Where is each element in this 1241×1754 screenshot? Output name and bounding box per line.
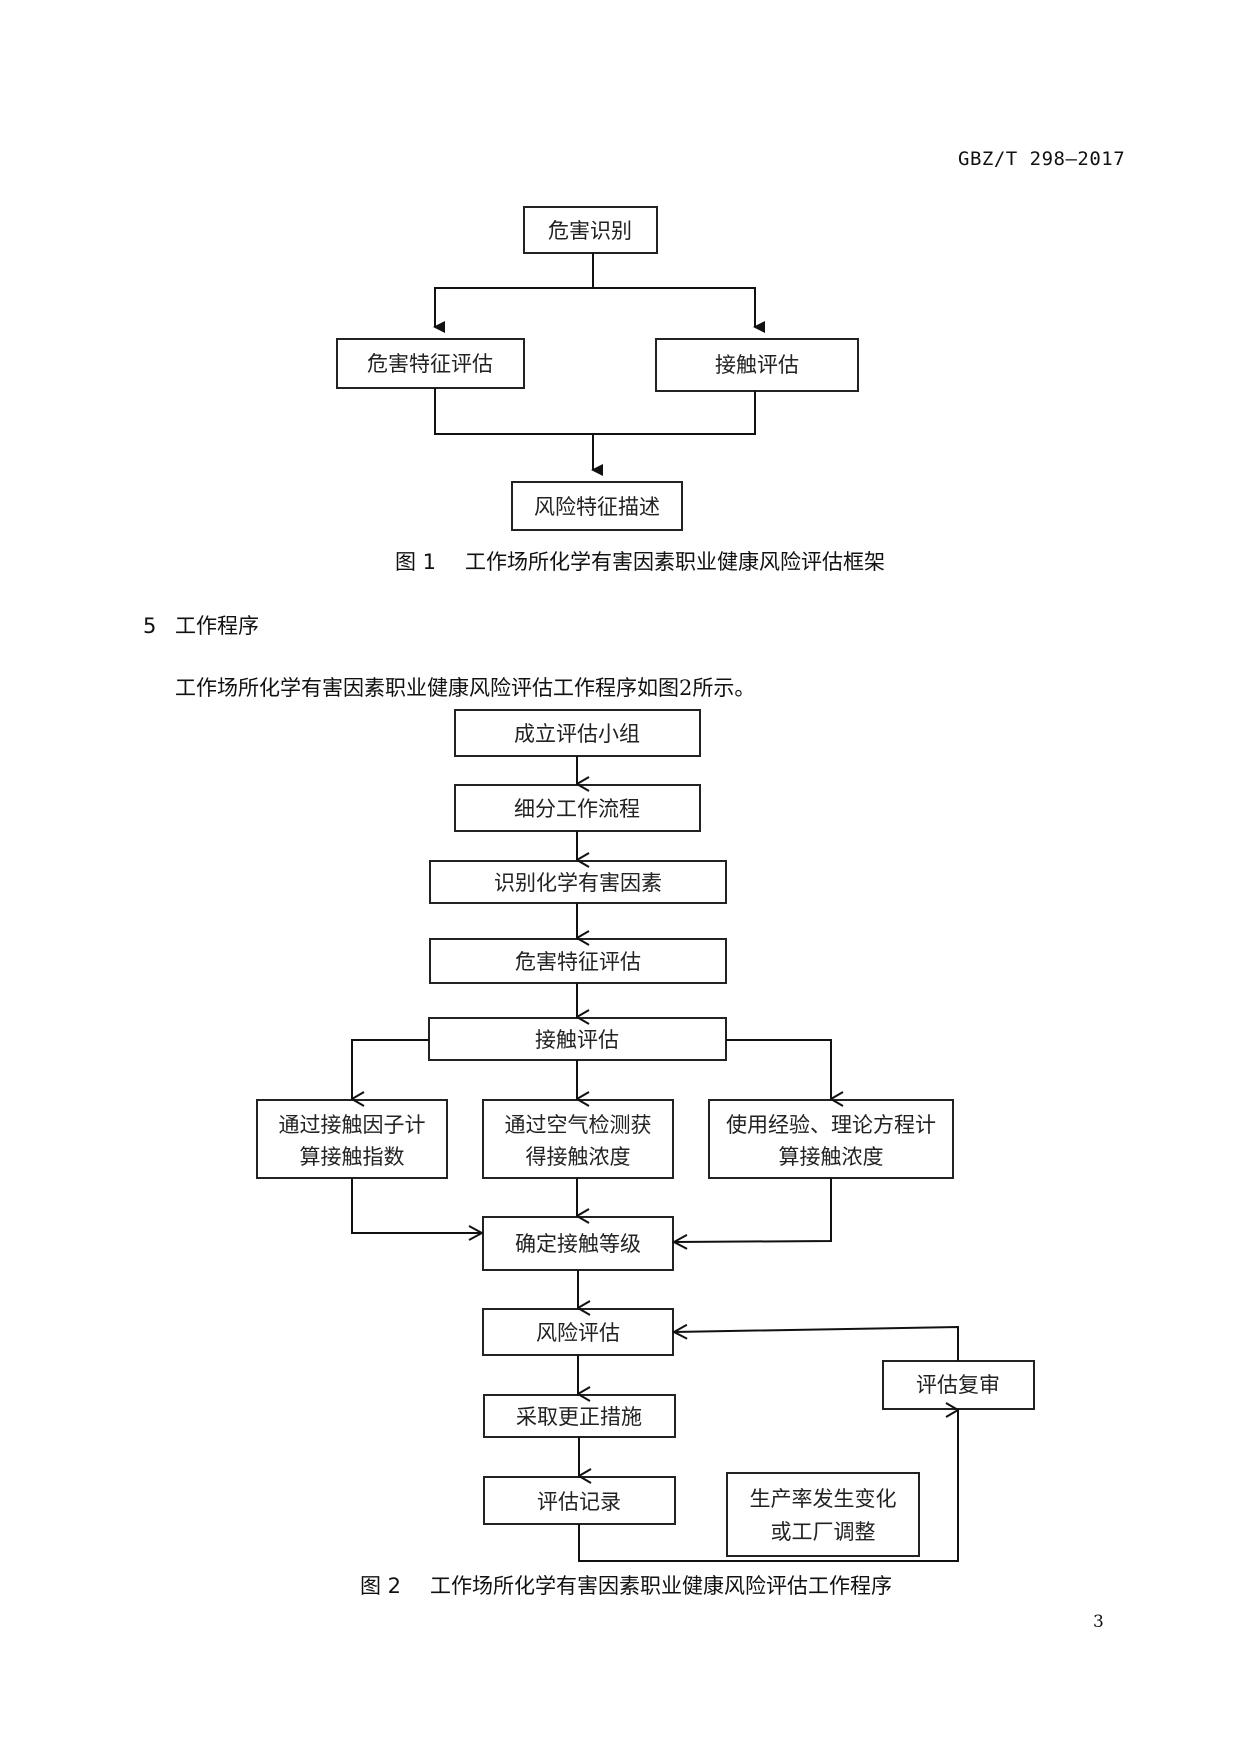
fig2-node-label-line2: 算接触指数	[300, 1145, 405, 1169]
section-title: 工作程序	[175, 614, 259, 638]
fig1-node-label: 危害识别	[548, 219, 632, 243]
fig2-node-label: 评估复审	[916, 1373, 1000, 1397]
fig1-node-label: 风险特征描述	[534, 495, 660, 519]
figure-2-caption-number: 图 2	[360, 1574, 402, 1598]
fig2-node-method-model: 使用经验、理论方程计 算接触浓度	[708, 1099, 954, 1179]
fig2-node-label-line2: 或工厂调整	[771, 1520, 876, 1544]
fig2-node-label: 成立评估小组	[514, 722, 640, 746]
fig2-node-label-line1: 通过空气检测获	[505, 1113, 652, 1137]
fig2-node-trigger: 生产率发生变化 或工厂调整	[726, 1472, 920, 1557]
intro-paragraph: 工作场所化学有害因素职业健康风险评估工作程序如图2所示。	[175, 676, 756, 700]
fig2-node-label-line1: 使用经验、理论方程计	[726, 1113, 936, 1137]
fig2-arrow-record-to-review	[578, 1410, 959, 1562]
fig2-node-label: 接触评估	[535, 1028, 619, 1052]
fig2-node-method-factor: 通过接触因子计 算接触指数	[256, 1099, 448, 1179]
figure-1-caption-title: 工作场所化学有害因素职业健康风险评估框架	[465, 550, 885, 574]
fig2-node-corrective-measures: 采取更正措施	[483, 1394, 676, 1438]
fig2-node-label-line2: 算接触浓度	[779, 1145, 884, 1169]
figure-2-caption-title: 工作场所化学有害因素职业健康风险评估工作程序	[430, 1574, 892, 1598]
fig2-node-review: 评估复审	[882, 1360, 1035, 1410]
standard-code: GBZ/T 298—2017	[958, 148, 1126, 170]
fig1-node-label: 危害特征评估	[367, 352, 493, 376]
fig2-node-identify-hazards: 识别化学有害因素	[429, 860, 727, 904]
fig2-node-label-line1: 通过接触因子计	[279, 1113, 426, 1137]
figure-2-caption: 图 2 工作场所化学有害因素职业健康风险评估工作程序	[360, 1570, 892, 1600]
figure-1-caption: 图 1 工作场所化学有害因素职业健康风险评估框架	[395, 546, 885, 576]
fig1-arrow-to-exposure	[593, 287, 765, 333]
page-number: 3	[1093, 1612, 1104, 1632]
fig2-node-hazard-characterization: 危害特征评估	[429, 938, 727, 984]
fig1-node-exposure-assessment: 接触评估	[655, 338, 859, 392]
fig2-node-subdivide-process: 细分工作流程	[454, 784, 701, 832]
fig2-node-label: 确定接触等级	[515, 1232, 641, 1256]
fig2-node-label: 危害特征评估	[515, 950, 641, 974]
fig1-node-risk-characterization: 风险特征描述	[511, 481, 683, 531]
section-number: 5	[143, 614, 157, 638]
fig2-arrow-review-to-risk	[674, 1327, 959, 1361]
fig2-node-label-line2: 得接触浓度	[526, 1145, 631, 1169]
fig2-arrow-factor-to-level	[351, 1178, 482, 1233]
fig1-arrow-to-hazard-char	[433, 287, 593, 333]
fig2-node-exposure-assessment: 接触评估	[428, 1017, 727, 1061]
fig2-arrow-exposure-to-model	[726, 1039, 831, 1099]
fig2-node-label: 细分工作流程	[514, 797, 640, 821]
fig1-connector-merge	[434, 388, 756, 435]
fig2-node-label: 风险评估	[536, 1321, 620, 1345]
fig1-node-hazard-characterization: 危害特征评估	[336, 338, 525, 389]
fig2-node-label: 评估记录	[537, 1490, 621, 1514]
fig1-node-label: 接触评估	[715, 353, 799, 377]
fig2-node-label-line1: 生产率发生变化	[750, 1487, 897, 1511]
figure-1-caption-number: 图 1	[395, 550, 437, 574]
fig2-node-assessment-record: 评估记录	[483, 1476, 676, 1525]
fig2-arrow-model-to-level	[674, 1178, 832, 1242]
fig2-node-method-air: 通过空气检测获 得接触浓度	[482, 1099, 674, 1179]
fig2-node-label: 识别化学有害因素	[494, 871, 662, 895]
fig2-node-label: 采取更正措施	[516, 1405, 642, 1429]
fig2-arrow-exposure-to-factor	[351, 1039, 429, 1099]
fig2-node-exposure-level: 确定接触等级	[482, 1216, 674, 1271]
fig2-node-form-team: 成立评估小组	[454, 709, 701, 757]
fig1-node-hazard-identification: 危害识别	[523, 206, 658, 254]
fig2-node-risk-assessment: 风险评估	[482, 1308, 674, 1356]
section-heading: 5 工作程序	[143, 610, 259, 640]
